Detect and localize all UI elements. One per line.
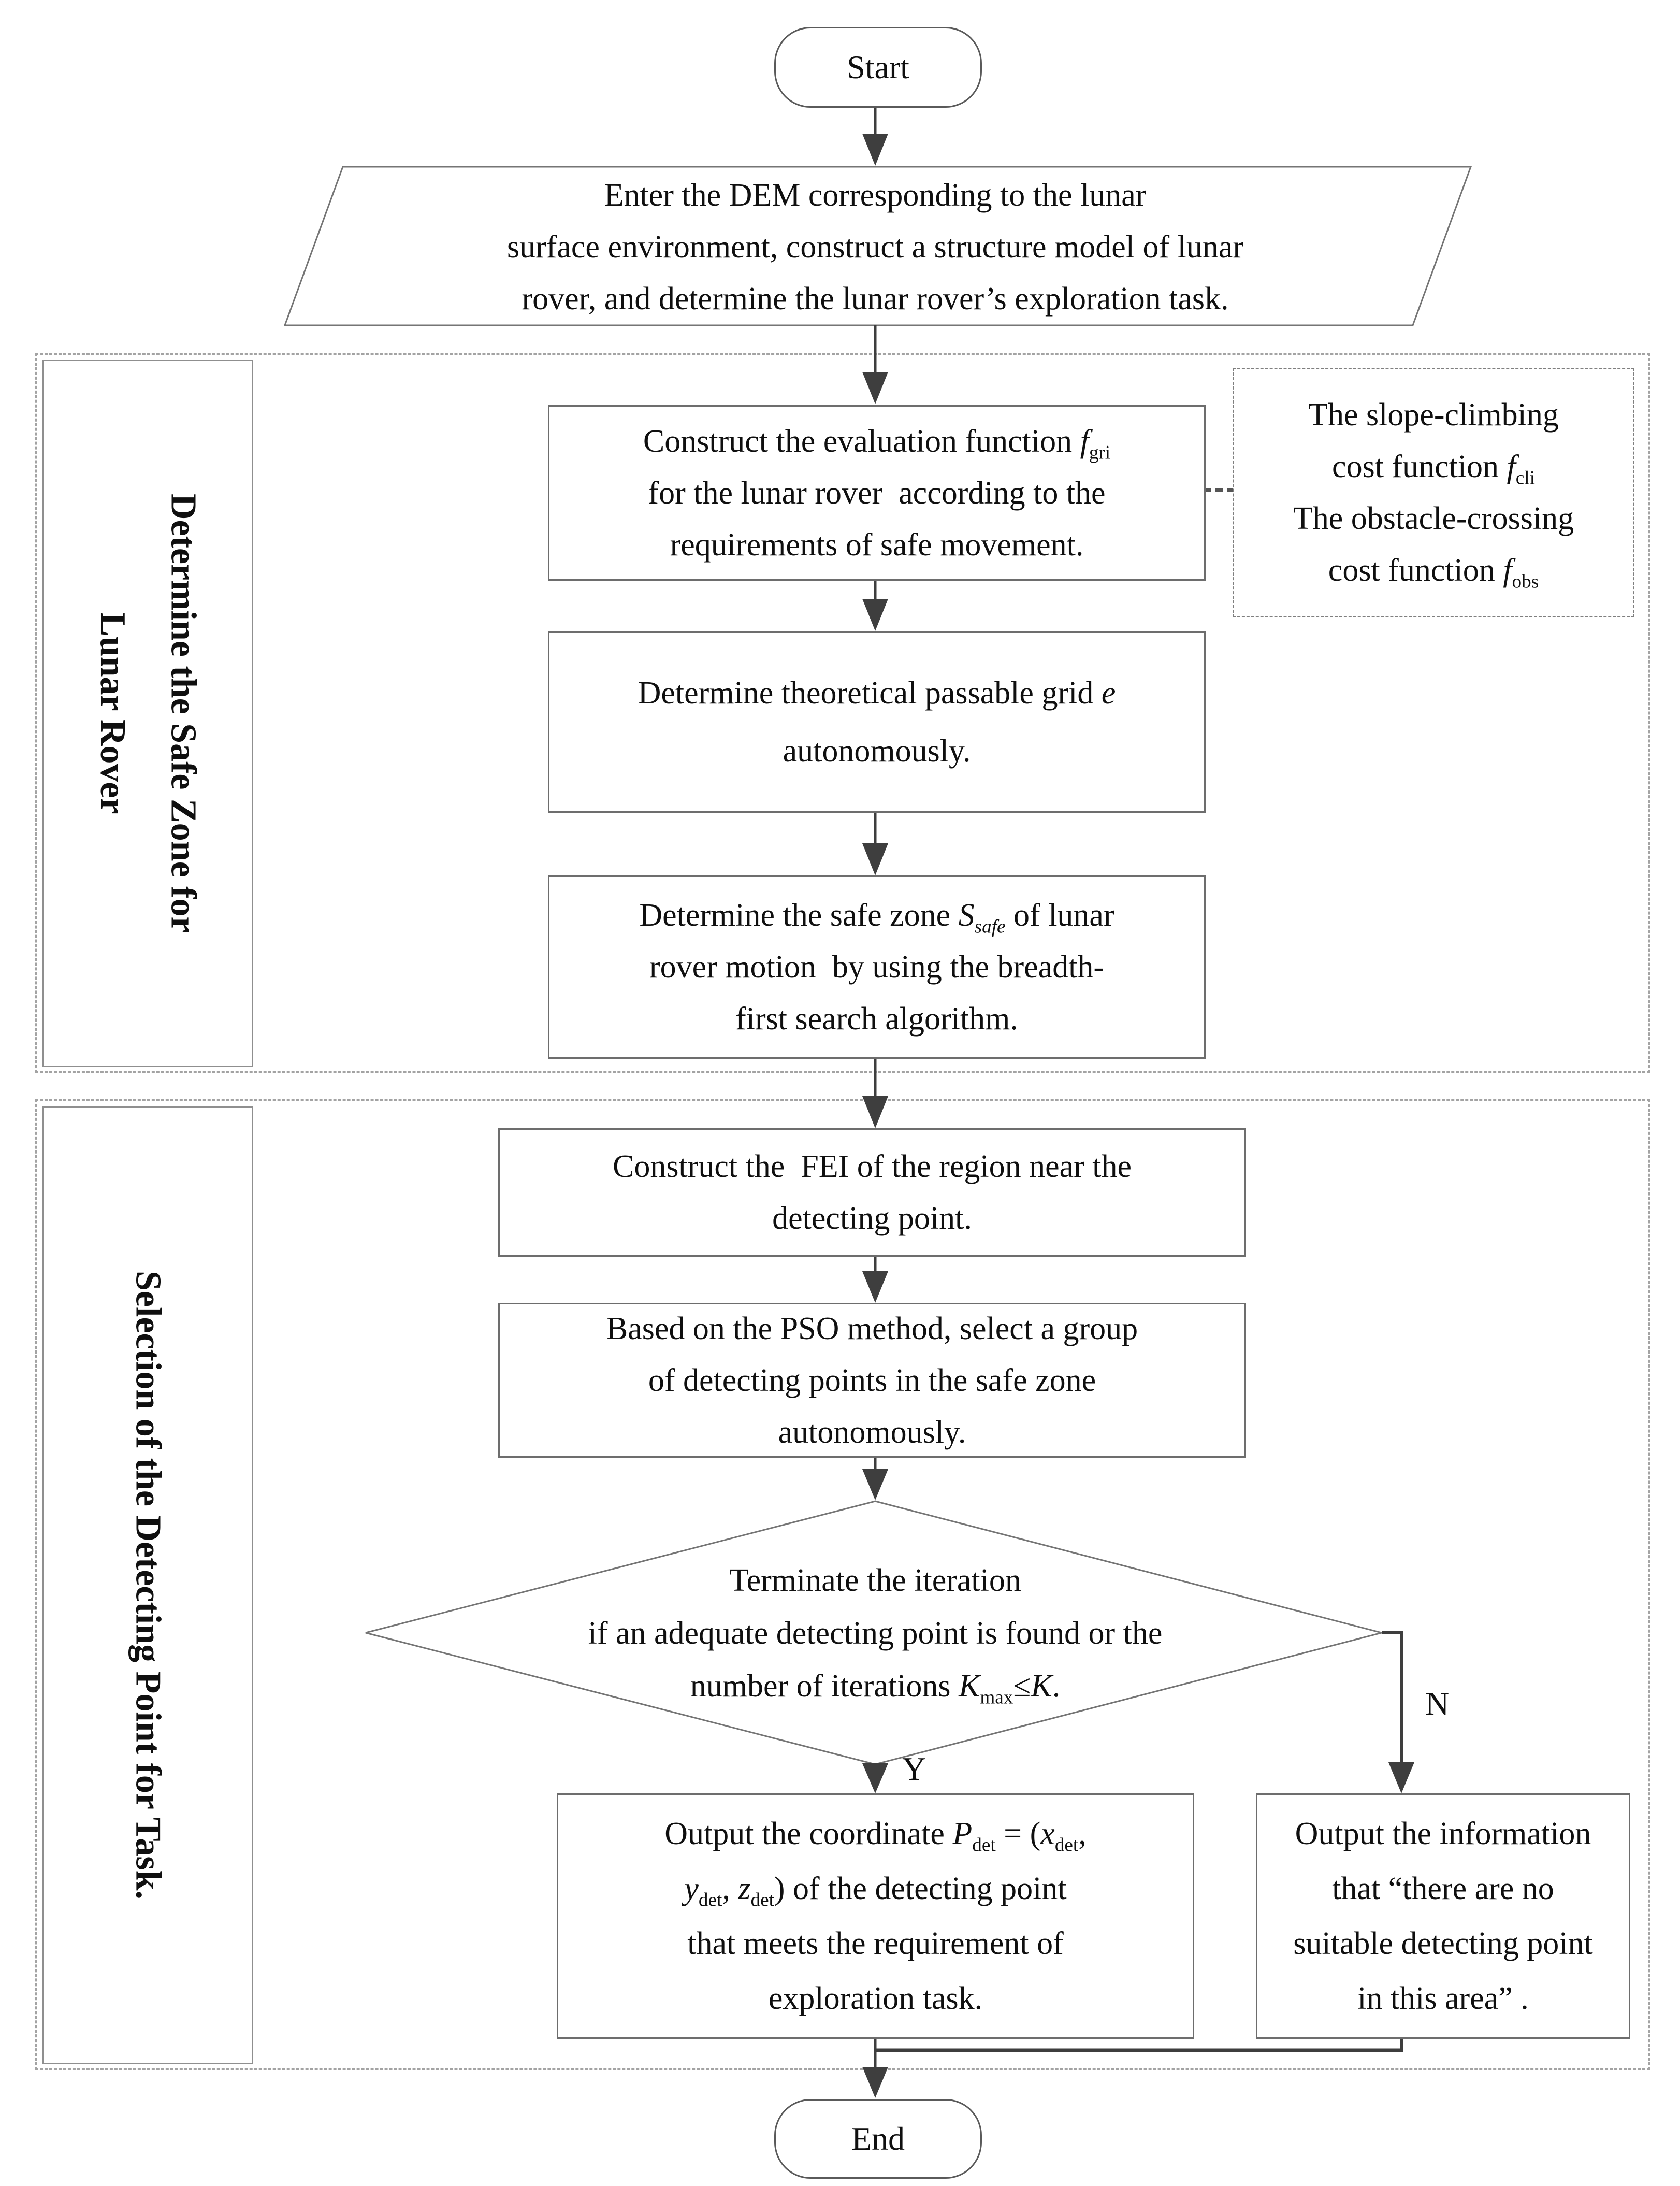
text-line: rover motion by using the breadth- xyxy=(649,950,1105,985)
decision-diamond xyxy=(365,1500,1385,1765)
section-label-safe-zone-text: Determine the Safe Zone for Lunar Rover xyxy=(77,361,219,1066)
arrow-yes-head xyxy=(862,1763,888,1793)
text-line: exploration task. xyxy=(768,1981,983,2016)
text-line: autonomously. xyxy=(783,734,971,769)
text-line: of detecting points in the safe zone xyxy=(648,1362,1096,1398)
text-line: Based on the PSO method, select a group xyxy=(606,1311,1138,1346)
text-line: Lunar Rover xyxy=(93,612,133,814)
branch-label-no: N xyxy=(1425,1685,1450,1722)
arrow-passable-to-safezone-head xyxy=(862,843,888,875)
box-pso: Based on the PSO method, select a group o… xyxy=(498,1303,1246,1458)
input-parallelogram xyxy=(283,166,1472,326)
box-evaluation: Construct the evaluation function fgri fo… xyxy=(548,405,1206,581)
branch-label-yes: Y xyxy=(902,1750,926,1787)
arrow-merge-to-end-head xyxy=(862,2067,888,2098)
box-safezone: Determine the safe zone Ssafe of lunar ro… xyxy=(548,875,1206,1059)
text-line: cost function fobs xyxy=(1328,553,1539,593)
text-line: The slope-climbing xyxy=(1308,397,1559,433)
text-line: first search algorithm. xyxy=(735,1001,1018,1037)
text-line: Construct the FEI of the region near the xyxy=(612,1149,1132,1184)
arrow-input-to-evaluation-head xyxy=(862,372,888,404)
arrow-safezone-to-fei-head xyxy=(862,1096,888,1128)
output-no-point-box: Output the information that “there are no… xyxy=(1256,1793,1630,2039)
start-label: Start xyxy=(847,49,909,85)
text-line: for the lunar rover according to the xyxy=(648,475,1106,511)
text-line: cost function fcli xyxy=(1332,449,1535,489)
text-line: autonomously. xyxy=(778,1414,966,1450)
text-line: suitable detecting point xyxy=(1293,1926,1593,1961)
text-line: Construct the evaluation function fgri xyxy=(643,423,1111,463)
arrow-start-to-input-head xyxy=(862,134,888,166)
end-label: End xyxy=(851,2120,905,2157)
box-passable: Determine theoretical passable grid e aut… xyxy=(548,631,1206,813)
text-line: Output the coordinate Pdet = (xdet, xyxy=(664,1816,1087,1856)
text-line: requirements of safe movement. xyxy=(670,527,1084,563)
section-label-detecting-point-text: Selection of the Detecting Point for Tas… xyxy=(112,1108,183,2063)
arrow-evaluation-to-passable-head xyxy=(862,599,888,631)
arrow-no-head xyxy=(1388,1762,1414,1793)
section-label-safe-zone: Determine the Safe Zone for Lunar Rover xyxy=(42,360,253,1067)
section-detecting-point xyxy=(35,1099,1650,2070)
output-coordinate-box: Output the coordinate Pdet = (xdet, ydet,… xyxy=(557,1793,1194,2039)
text-line: ydet, zdet) of the detecting point xyxy=(684,1871,1067,1911)
section-safe-zone xyxy=(35,353,1650,1073)
arrow-no-line xyxy=(1382,1631,1403,1764)
terminator-start: Start xyxy=(774,27,982,108)
text-line: in this area” . xyxy=(1357,1981,1529,2016)
section-label-detecting-point: Selection of the Detecting Point for Tas… xyxy=(42,1106,253,2064)
box-fei: Construct the FEI of the region near the… xyxy=(498,1128,1246,1257)
text-line: that meets the requirement of xyxy=(687,1926,1064,1961)
text-line: Determine theoretical passable grid e xyxy=(638,675,1116,711)
text-line: Selection of the Detecting Point for Tas… xyxy=(128,1271,168,1900)
text-line: that “there are no xyxy=(1332,1871,1554,1906)
text-line: Output the information xyxy=(1295,1816,1591,1851)
arrow-fei-to-pso-head xyxy=(862,1271,888,1303)
terminator-end: End xyxy=(774,2099,982,2179)
text-line: Determine the Safe Zone for xyxy=(163,494,204,933)
text-line: Determine the safe zone Ssafe of lunar xyxy=(639,898,1114,938)
arrow-pso-to-decision-head xyxy=(862,1469,888,1500)
text-line: The obstacle-crossing xyxy=(1293,501,1574,536)
text-line: detecting point. xyxy=(772,1201,972,1236)
